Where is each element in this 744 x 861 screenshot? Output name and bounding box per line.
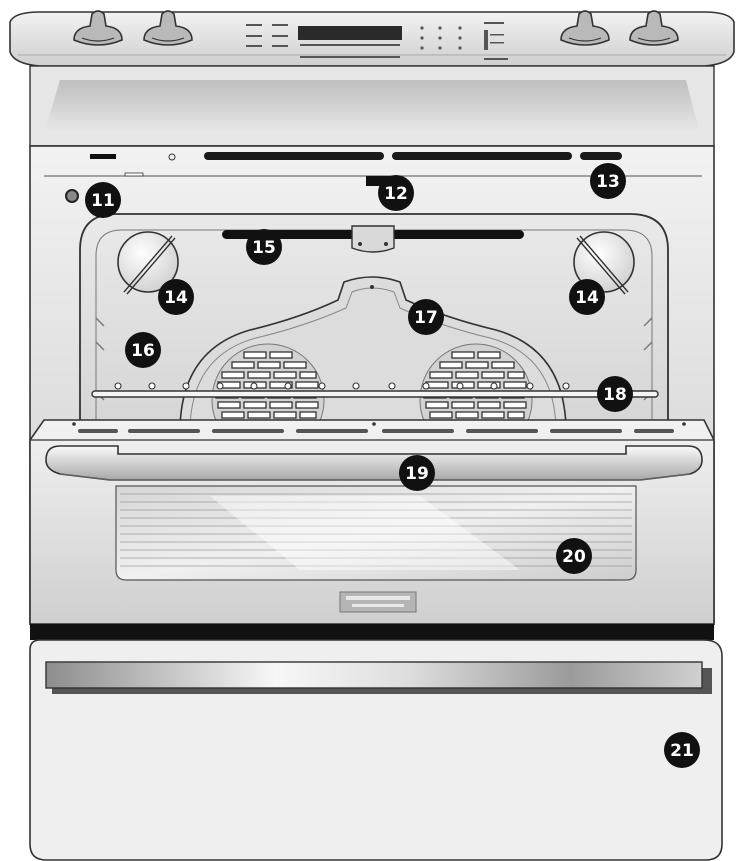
callout-18: 18 xyxy=(597,376,633,412)
svg-text:12: 12 xyxy=(384,184,408,204)
brand-badge-icon xyxy=(340,592,416,612)
callout-15: 15 xyxy=(246,229,282,265)
vent-slot xyxy=(392,152,572,160)
storage-drawer[interactable] xyxy=(30,640,722,860)
svg-text:14: 14 xyxy=(575,288,599,308)
svg-text:15: 15 xyxy=(252,238,276,258)
control-panel xyxy=(10,11,734,66)
callout-17: 17 xyxy=(408,299,444,335)
svg-text:13: 13 xyxy=(596,172,620,192)
control-display xyxy=(298,26,402,40)
callout-11: 11 xyxy=(85,182,121,218)
svg-text:14: 14 xyxy=(164,288,188,308)
svg-text:16: 16 xyxy=(131,341,155,361)
callout-16: 16 xyxy=(125,332,161,368)
oven-door[interactable] xyxy=(30,420,714,624)
callout-20: 20 xyxy=(556,538,592,574)
svg-text:17: 17 xyxy=(414,308,438,328)
vent-slot xyxy=(580,152,622,160)
drawer-gap xyxy=(30,624,714,640)
svg-text:19: 19 xyxy=(405,464,429,484)
svg-text:11: 11 xyxy=(91,191,115,211)
vent-slot xyxy=(204,152,384,160)
callout-19: 19 xyxy=(399,455,435,491)
callout-21: 21 xyxy=(664,732,700,768)
callout-14: 14 xyxy=(158,279,194,315)
callout-12: 12 xyxy=(378,175,414,211)
svg-text:21: 21 xyxy=(670,741,694,761)
svg-text:20: 20 xyxy=(562,547,586,567)
drawer-handle[interactable] xyxy=(46,662,712,694)
door-latch-slot xyxy=(90,154,116,159)
callout-14: 14 xyxy=(569,279,605,315)
light-switch[interactable] xyxy=(66,190,78,202)
callout-13: 13 xyxy=(590,163,626,199)
svg-text:18: 18 xyxy=(603,385,627,405)
back-panel xyxy=(30,66,714,146)
